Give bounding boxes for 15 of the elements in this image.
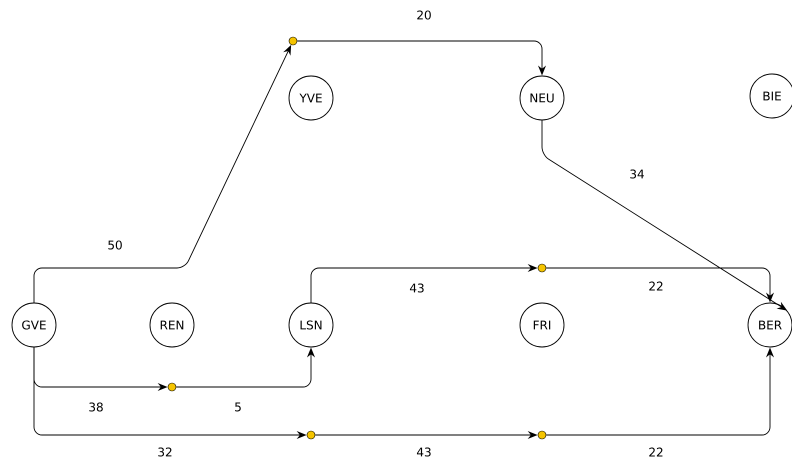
edge-label: 43 <box>408 282 426 294</box>
edge-label: 22 <box>647 446 665 458</box>
edge-label: 22 <box>647 280 665 292</box>
junction-dot <box>288 36 298 46</box>
edge-label: 20 <box>415 9 433 21</box>
junction-dot <box>306 430 316 440</box>
edge-label: 34 <box>628 168 646 180</box>
junction-dot <box>168 382 176 392</box>
edge-label: 5 <box>233 402 243 412</box>
junction-dot <box>538 264 546 272</box>
edge-label: 43 <box>415 446 433 458</box>
edge-label: 38 <box>87 401 105 413</box>
edge-label: 50 <box>106 239 124 251</box>
junction-dot <box>538 430 546 440</box>
edge-label: 32 <box>156 446 174 458</box>
